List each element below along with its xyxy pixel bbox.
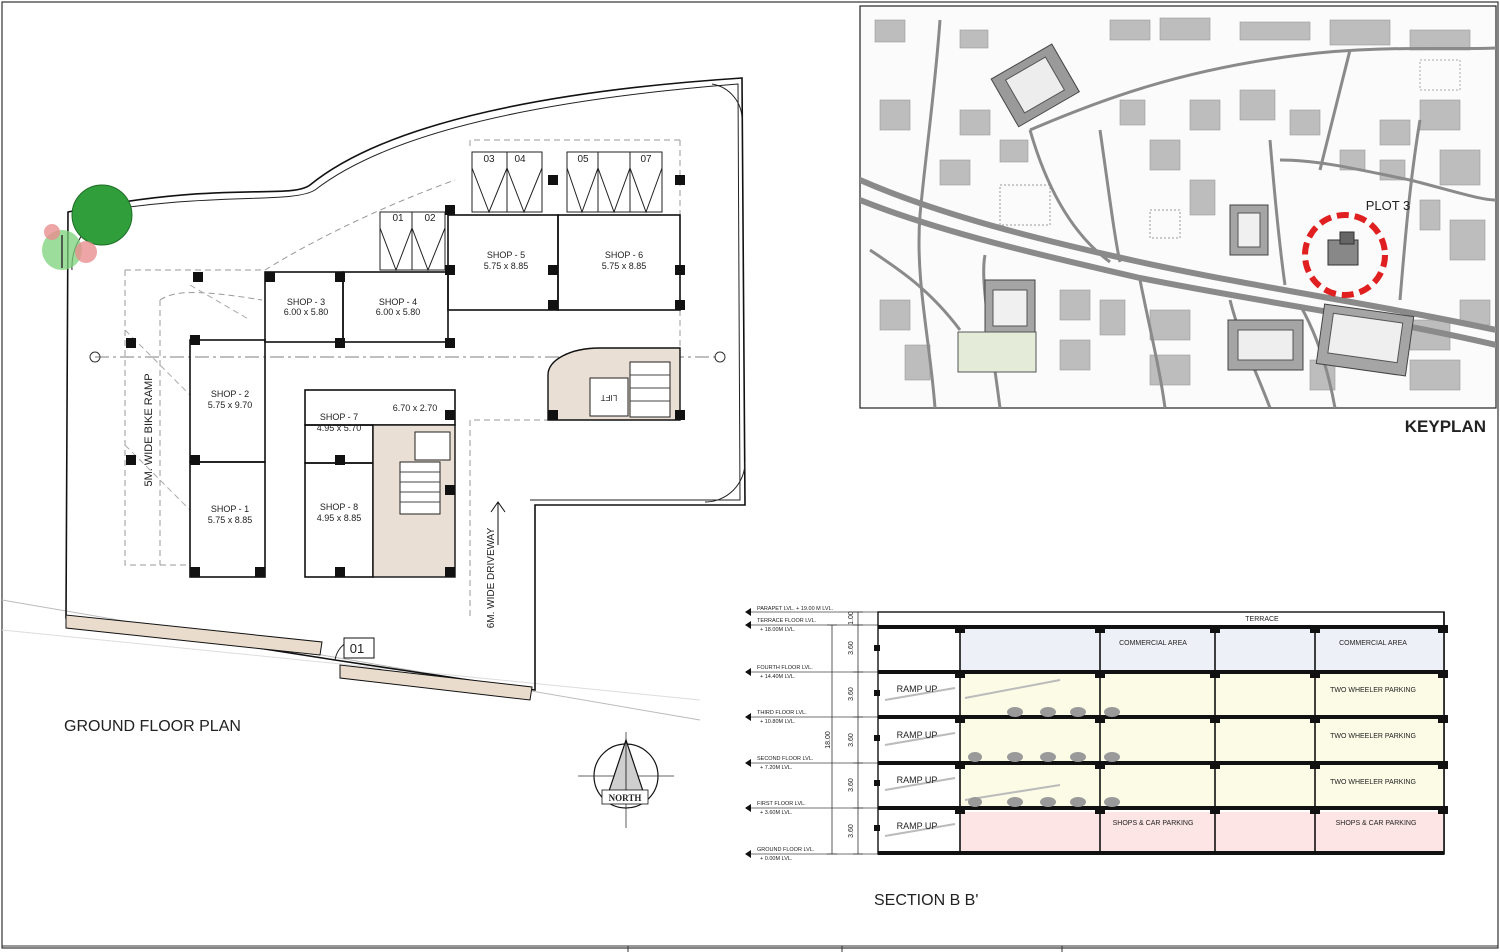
bay-label: 07 [640,154,652,165]
keyplan: PLOT 3 KEYPLAN [859,5,1497,436]
floor-height: 3.60 [848,641,855,655]
bay-label: 04 [514,154,526,165]
entry-tag-box [343,637,375,659]
columns [126,175,685,577]
level-second: SECOND FLOOR LVL. [757,756,814,762]
level-first-value: + 3.60M LVL. [760,810,793,816]
plot-label: PLOT 3 [1366,198,1411,213]
shop-4-size: 6.00 x 5.80 [376,307,421,317]
shop-8-name: SHOP - 8 [320,502,358,512]
ramp-curve [159,292,263,301]
level-third-value: + 10.80M LVL. [760,719,796,725]
shop-blocks [189,214,681,578]
shop-2-size: 5.75 x 9.70 [208,400,253,410]
total-height: 18.00 [825,731,832,749]
floor-4-right-label: COMMERCIAL AREA [1339,640,1407,647]
north-label: NORTH [609,793,642,803]
shop-6-name: SHOP - 6 [605,250,643,260]
bay-label: 02 [424,213,436,224]
ramp-up-label: RAMP UP [897,684,938,694]
ground-right-label-box: SHOPS & CAR PARKING [1335,820,1417,827]
shop-1-name: SHOP - 1 [211,504,249,514]
entry-wall-left [65,614,323,656]
gate-arc [711,83,743,121]
floor-height: 3.60 [848,687,855,701]
driveway-label: 6M. WIDE DRIVEWAY [486,527,497,628]
section-drawing: PARAPET LVL. + 19.00 M LVL. TERRACE FLOO… [745,606,1448,909]
ramp-diagonal [124,444,191,511]
plan-title: GROUND FLOOR PLAN [64,718,241,735]
level-first: FIRST FLOOR LVL. [757,801,806,807]
shop-7-name: SHOP - 7 [320,412,358,422]
section-title: SECTION B B' [874,892,978,909]
ramp-up-label: RAMP UP [897,821,938,831]
parking-bay-numbers: 01 02 03 04 05 07 [392,154,652,224]
shop-3-name: SHOP - 3 [287,297,325,307]
level-third: THIRD FLOOR LVL. [757,710,807,716]
two-wheeler-icons [968,707,1120,807]
shop-4-name: SHOP - 4 [379,297,417,307]
floor-height: 3.60 [848,733,855,747]
shop-8-size: 4.95 x 8.85 [317,513,362,523]
north-arrow-icon [578,732,674,828]
shop-2-name: SHOP - 2 [211,389,249,399]
shop-6-size: 5.75 x 8.85 [602,261,647,271]
floor-3-right-label: TWO WHEELER PARKING [1330,687,1416,694]
floor-4-left-label: COMMERCIAL AREA [1119,640,1187,647]
bike-ramp-label: 5M. WIDE BIKE RAMP [143,373,155,486]
lift-label: LIFT [601,393,618,402]
keyplan-map [860,17,1496,408]
section-marker [714,351,726,363]
keyplan-title: KEYPLAN [1405,417,1486,436]
road-edge [1,599,701,721]
plot-highlight-circle [1302,212,1388,298]
ground-left-label: SHOPS & CAR PARKING [1112,820,1194,827]
terrace-label: TERRACE [1245,616,1279,623]
driveway-arrow-icon [490,501,506,545]
level-ground-value: + 0.00M LVL. [760,856,793,862]
ground-left-label-box: SHOPS & CAR PARKING [1112,820,1194,827]
ramp-diagonal [189,284,251,321]
level-parapet: PARAPET LVL. + 19.00 M LVL. [757,606,834,612]
level-second-value: + 7.20M LVL. [760,765,793,771]
bay-label: 01 [392,213,404,224]
shop-7-size: 4.95 x 5.70 [317,423,362,433]
gate-arc [704,461,746,503]
shop-labels: SHOP - 1 5.75 x 8.85 SHOP - 2 5.75 x 9.7… [208,250,647,525]
parking-bays [379,151,663,272]
floor-height: 3.60 [848,778,855,792]
level-fourth: FOURTH FLOOR LVL. [757,665,813,671]
site-boundary [65,77,746,691]
floor-height: 1.00 [848,611,855,625]
shop-1-size: 5.75 x 8.85 [208,515,253,525]
section-marker [89,351,101,363]
site-boundary-inner [71,83,741,501]
bay-label: 05 [577,154,589,165]
bike-ramp-outline [124,270,190,566]
floor-2-right-label: TWO WHEELER PARKING [1330,733,1416,740]
level-fourth-value: + 14.40M LVL. [760,674,796,680]
ramp-up-label: RAMP UP [897,730,938,740]
shop-5-size: 5.75 x 8.85 [484,261,529,271]
entry-tag: 01 [350,641,364,656]
ground-right-label: SHOPS & CAR PARKING [1335,820,1417,827]
road-edge [1,629,701,701]
tree-icon [42,184,133,270]
ramp-up-label: RAMP UP [897,775,938,785]
floor-height: 3.60 [848,824,855,838]
ground-floor-plan: SHOP - 1 5.75 x 8.85 SHOP - 2 5.75 x 9.7… [1,77,746,828]
level-terrace: TERRACE FLOOR LVL. [757,618,817,624]
floor-1-right-label: TWO WHEELER PARKING [1330,779,1416,786]
shop-3-size: 6.00 x 5.80 [284,307,329,317]
shop-5-name: SHOP - 5 [487,250,525,260]
level-terrace-value: + 18.00M LVL. [760,627,796,633]
driveway-outline [264,179,456,271]
bay-label: 03 [483,154,495,165]
room-dimension: 6.70 x 2.70 [393,403,438,413]
level-ground: GROUND FLOOR LVL. [757,847,815,853]
entry-wall-right [339,664,533,701]
